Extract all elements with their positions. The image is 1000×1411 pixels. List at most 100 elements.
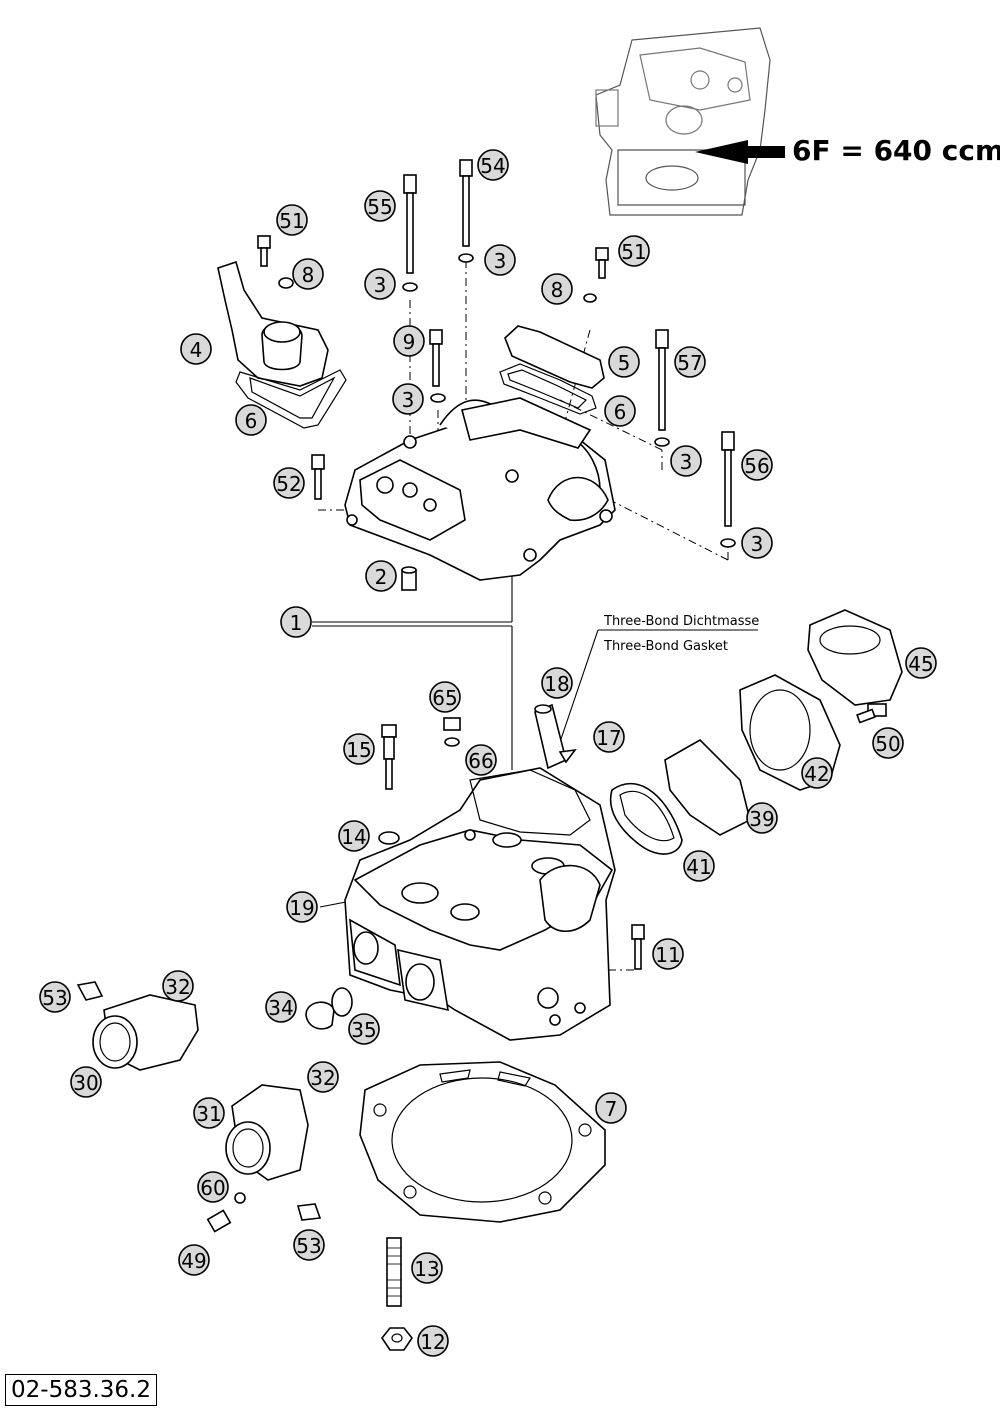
callout-19: 19 — [286, 891, 318, 923]
exhaust-flange-left — [76, 981, 199, 1071]
callout-circle — [741, 527, 773, 559]
callout-circle — [429, 681, 461, 713]
callout-circle — [293, 1229, 325, 1261]
callout-6: 6 — [604, 395, 636, 427]
callout-3: 3 — [484, 244, 516, 276]
head-gasket — [359, 1061, 606, 1223]
callout-number: 3 — [402, 388, 415, 412]
callout-number: 8 — [302, 263, 315, 287]
callout-circle — [411, 1252, 443, 1284]
callout-3: 3 — [741, 527, 773, 559]
callout-circle — [364, 190, 396, 222]
callout-52: 52 — [273, 467, 305, 499]
callout-number: 60 — [200, 1176, 225, 1200]
spark-plug — [378, 717, 461, 845]
callout-circle — [541, 273, 573, 305]
callout-circle — [608, 346, 640, 378]
valve-cover-right — [499, 325, 605, 415]
callout-number: 54 — [480, 154, 505, 178]
callout-number: 66 — [468, 749, 493, 773]
callout-number: 3 — [374, 273, 387, 297]
callout-circle — [39, 981, 71, 1013]
callout-circle — [307, 1061, 339, 1093]
callout-number: 8 — [551, 278, 564, 302]
callout-circle — [393, 325, 425, 357]
callout-circle — [484, 244, 516, 276]
callout-number: 49 — [181, 1249, 206, 1273]
callout-circle — [197, 1171, 229, 1203]
callout-circle — [604, 395, 636, 427]
callout-number: 34 — [268, 996, 293, 1020]
callout-18: 18 — [541, 667, 573, 699]
callout-3: 3 — [392, 383, 424, 415]
callout-circle — [235, 404, 267, 436]
callout-circle — [465, 744, 497, 776]
callout-number: 65 — [432, 686, 457, 710]
callout-12: 12 — [417, 1325, 449, 1357]
callout-number: 45 — [908, 652, 933, 676]
callout-circle — [801, 757, 833, 789]
callout-45: 45 — [905, 647, 937, 679]
callout-number: 12 — [420, 1330, 445, 1354]
stud-and-nut — [381, 1237, 413, 1351]
callout-circle — [746, 802, 778, 834]
callout-51: 51 — [276, 204, 308, 236]
callout-circle — [265, 991, 297, 1023]
callout-number: 51 — [621, 240, 646, 264]
callout-number: 42 — [804, 762, 829, 786]
callout-circle — [292, 258, 324, 290]
callout-14: 14 — [338, 820, 370, 852]
callout-54: 54 — [477, 149, 509, 181]
callout-number: 31 — [196, 1102, 221, 1126]
callout-circle — [365, 560, 397, 592]
callout-31: 31 — [193, 1097, 225, 1129]
callout-number: 5 — [618, 351, 631, 375]
callout-circle — [162, 970, 194, 1002]
callout-15: 15 — [343, 733, 375, 765]
callout-number: 52 — [276, 472, 301, 496]
callout-7: 7 — [595, 1092, 627, 1124]
callout-number: 32 — [165, 975, 190, 999]
callout-number: 50 — [875, 732, 900, 756]
callout-3: 3 — [670, 445, 702, 477]
engine-displacement-label: 6F = 640 ccm — [792, 134, 1000, 167]
callout-number: 55 — [367, 195, 392, 219]
callout-number: 6 — [614, 400, 627, 424]
valve-cover-left — [217, 260, 347, 429]
callout-9: 9 — [393, 325, 425, 357]
intake-parts — [534, 609, 903, 855]
callout-circle — [595, 1092, 627, 1124]
callout-55: 55 — [364, 190, 396, 222]
callout-circle — [683, 850, 715, 882]
callout-number: 32 — [310, 1066, 335, 1090]
callout-number: 51 — [279, 209, 304, 233]
callout-number: 56 — [744, 454, 769, 478]
callout-42: 42 — [801, 757, 833, 789]
callout-circle — [417, 1325, 449, 1357]
callout-circle — [674, 346, 706, 378]
callout-circle — [348, 1013, 380, 1045]
engine-overview-inset — [595, 27, 771, 216]
callout-60: 60 — [197, 1171, 229, 1203]
callout-56: 56 — [741, 449, 773, 481]
callout-number: 3 — [494, 249, 507, 273]
callout-53: 53 — [39, 981, 71, 1013]
callout-number: 14 — [341, 825, 366, 849]
callout-number: 35 — [351, 1018, 376, 1042]
plug-and-ring — [305, 987, 353, 1030]
callout-number: 11 — [655, 943, 680, 967]
cylinder-head-cover — [344, 397, 616, 581]
callout-number: 3 — [680, 450, 693, 474]
bolt-11 — [631, 924, 645, 970]
callout-circle — [872, 727, 904, 759]
callout-number: 1 — [290, 611, 303, 635]
callout-number: 4 — [190, 338, 203, 362]
callout-number: 41 — [686, 855, 711, 879]
callout-6: 6 — [235, 404, 267, 436]
washers-upper — [278, 253, 736, 548]
callout-57: 57 — [674, 346, 706, 378]
callout-circle — [178, 1244, 210, 1276]
callout-number: 9 — [403, 330, 416, 354]
callout-51: 51 — [618, 235, 650, 267]
callout-50: 50 — [872, 727, 904, 759]
